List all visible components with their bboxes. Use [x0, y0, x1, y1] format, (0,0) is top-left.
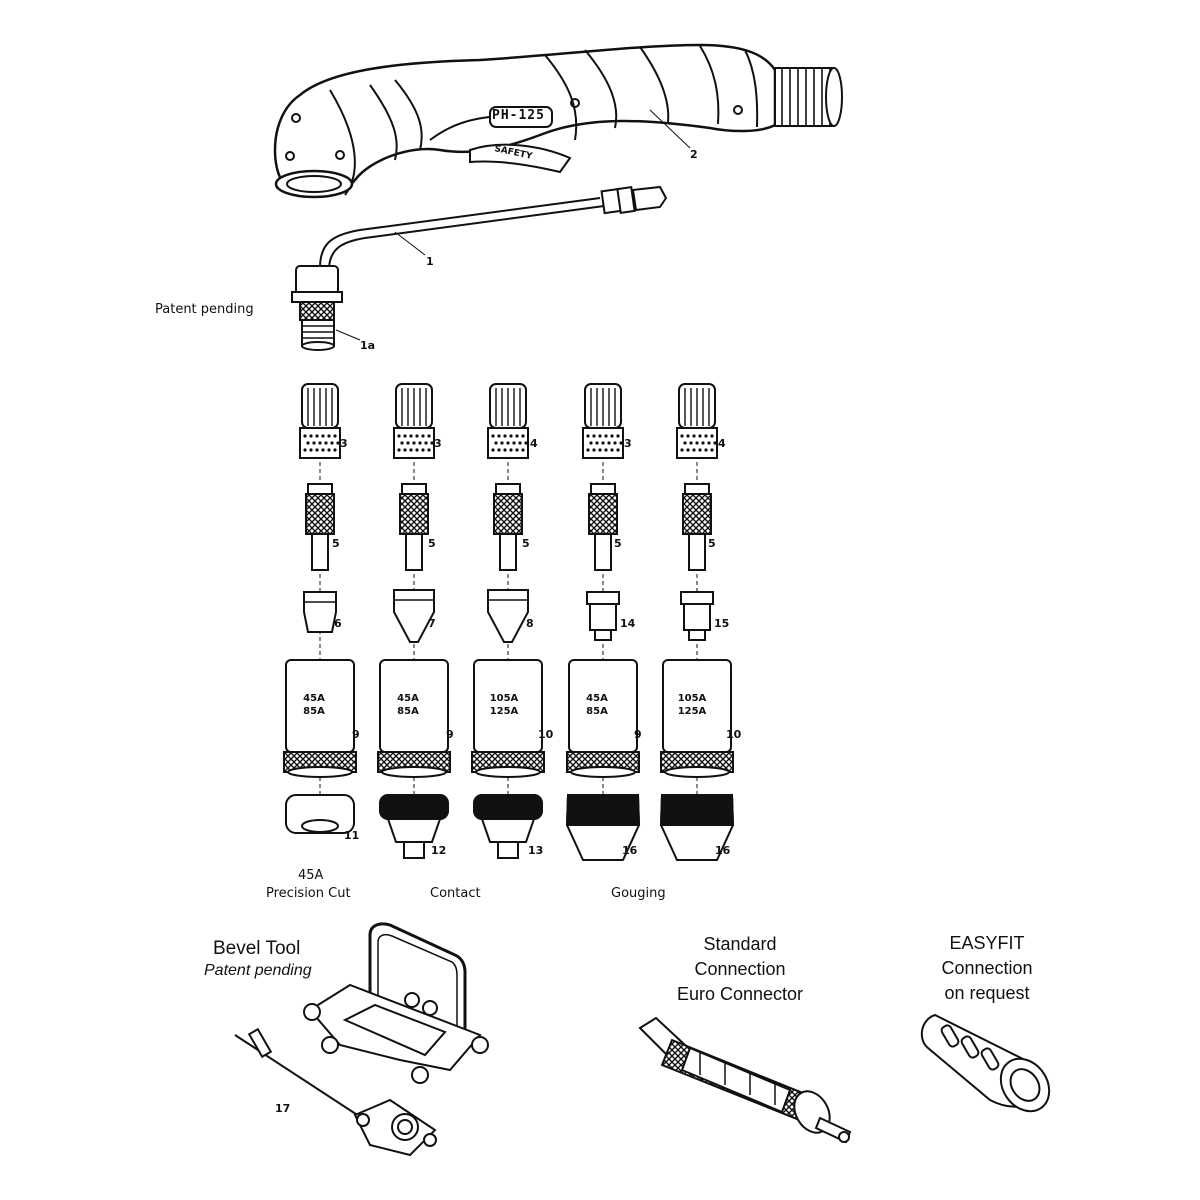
col1-nozzle-number: 6	[334, 617, 342, 630]
torch-handle	[273, 43, 843, 199]
col4-cap-number: 9	[634, 728, 642, 741]
col3-cap-number: 10	[538, 728, 554, 741]
consumable-stack-3	[471, 383, 545, 859]
bevel-tool	[234, 922, 489, 1157]
col4-electrode-number: 5	[614, 537, 622, 550]
euro-connector	[638, 1016, 852, 1144]
consumable-stack-4	[565, 383, 641, 861]
col1-electrode-number: 5	[332, 537, 340, 550]
patent-pending-label: Patent pending	[155, 302, 254, 317]
part-1a-label: 1a	[360, 339, 376, 352]
precision-amp-label: 45A	[298, 868, 324, 883]
col5-shield-number: 16	[715, 844, 731, 857]
torch-model-label: PH-125	[492, 108, 545, 123]
col4-swirl-number: 3	[624, 437, 632, 450]
col1-shield-number: 11	[344, 829, 360, 842]
col1-cap-number: 9	[352, 728, 360, 741]
easyfit-connection-label: EASYFIT Connection on request	[941, 933, 1033, 1003]
col4-shield-number: 16	[622, 844, 638, 857]
torch-lead	[291, 185, 668, 351]
bevel-tool-subtitle: Patent pending	[204, 962, 312, 979]
gouging-label: Gouging	[611, 886, 666, 901]
col3-swirl-number: 4	[530, 437, 538, 450]
col3-electrode-number: 5	[522, 537, 530, 550]
standard-connection-label: Standard Connection Euro Connector	[676, 934, 804, 1004]
col3-shield-number: 13	[528, 844, 544, 857]
consumable-stack-5	[659, 383, 735, 861]
col5-cap-number: 10	[726, 728, 742, 741]
easyfit-connector	[920, 1013, 1051, 1113]
col2-electrode-number: 5	[428, 537, 436, 550]
col2-nozzle-number: 7	[428, 617, 436, 630]
part-2-label: 2	[690, 148, 698, 161]
col3-nozzle-number: 8	[526, 617, 534, 630]
col4-nozzle-number: 14	[620, 617, 636, 630]
col5-electrode-number: 5	[708, 537, 716, 550]
col2-cap-number: 9	[446, 728, 454, 741]
precision-cut-label: Precision Cut	[266, 886, 351, 901]
contact-label: Contact	[430, 886, 481, 901]
leader-lines	[335, 109, 691, 341]
part-1-label: 1	[426, 255, 434, 268]
consumable-columns	[283, 383, 735, 861]
col2-shield-number: 12	[431, 844, 447, 857]
bevel-tool-title: Bevel Tool	[213, 938, 301, 959]
part-17-label: 17	[275, 1102, 291, 1115]
col5-swirl-number: 4	[718, 437, 726, 450]
consumable-stack-2	[377, 383, 451, 859]
col2-swirl-number: 3	[434, 437, 442, 450]
col5-nozzle-number: 15	[714, 617, 730, 630]
col1-swirl-number: 3	[340, 437, 348, 450]
consumable-stack-1	[283, 383, 357, 834]
